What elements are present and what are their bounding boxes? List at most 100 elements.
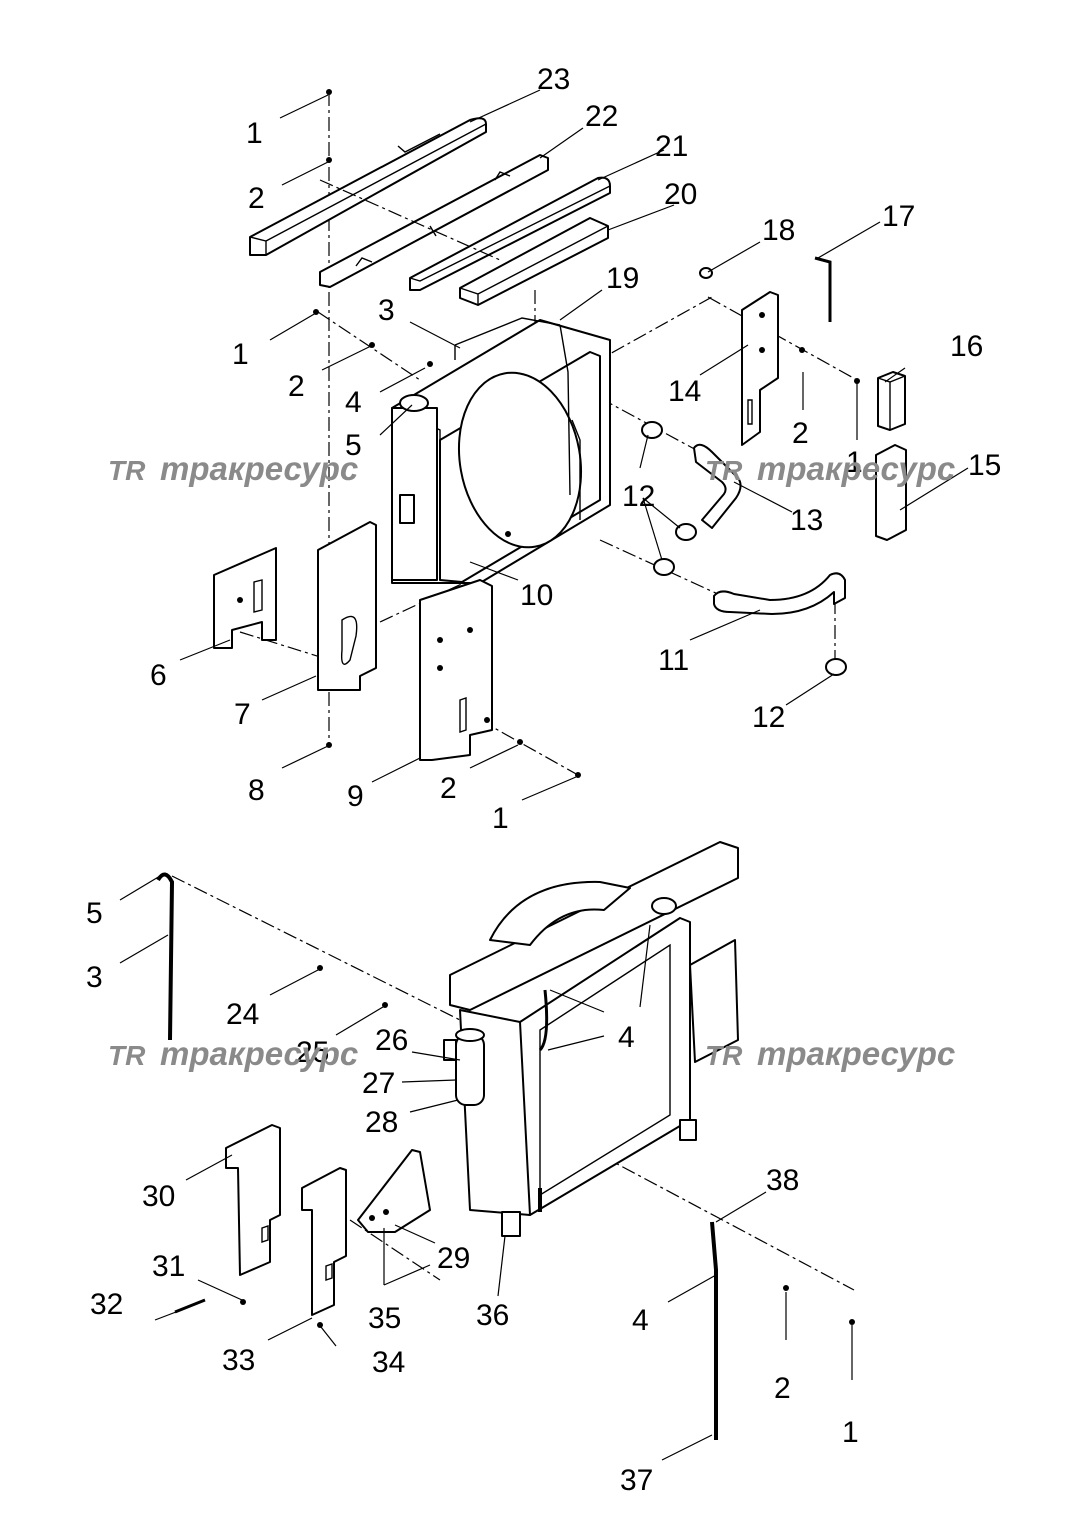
watermark-text: тракресурс xyxy=(160,450,358,487)
callout: 2 xyxy=(792,417,809,450)
clamp-12-top xyxy=(641,421,663,439)
callout: 27 xyxy=(362,1067,395,1100)
clamp-12-mid xyxy=(675,523,697,541)
callouts: 1 2 23 22 21 20 18 17 3 19 1 2 4 14 16 5… xyxy=(86,63,1001,1497)
callout: 7 xyxy=(234,698,251,731)
callout: 19 xyxy=(606,262,639,295)
callout: 22 xyxy=(585,100,618,133)
callout: 3 xyxy=(86,961,103,994)
callout: 37 xyxy=(620,1464,653,1497)
callout: 10 xyxy=(520,579,553,612)
bracket-rail-22 xyxy=(319,154,549,288)
callout: 26 xyxy=(375,1024,408,1057)
callout: 24 xyxy=(226,998,259,1031)
callout: 9 xyxy=(347,780,364,813)
bolt-1-right xyxy=(854,378,860,384)
callout: 13 xyxy=(790,504,823,537)
bracket-29 xyxy=(357,1149,431,1233)
callout: 2 xyxy=(440,772,457,805)
watermark-logo: TR xyxy=(705,1040,743,1071)
washer-2-lower xyxy=(783,1285,789,1291)
drain-plug-5 xyxy=(399,494,415,524)
callout: 28 xyxy=(365,1106,398,1139)
bracket-14 xyxy=(741,291,779,446)
watermark-lower-left: TR тракресурс xyxy=(108,1035,358,1072)
washer-2-top xyxy=(326,157,332,163)
plate-7 xyxy=(317,521,377,691)
washer-2-bottom xyxy=(517,739,523,745)
callout: 2 xyxy=(774,1372,791,1405)
callout: 2 xyxy=(248,182,265,215)
plate-30 xyxy=(225,1124,281,1276)
clamp-12-low xyxy=(653,558,675,576)
plate-9 xyxy=(419,579,493,761)
callout: 15 xyxy=(968,449,1001,482)
callout: 34 xyxy=(372,1346,405,1379)
bolt-32 xyxy=(174,1298,206,1314)
callout: 1 xyxy=(246,117,263,150)
radiator-cap-lower xyxy=(651,897,677,915)
plate-21 xyxy=(409,176,611,291)
callout: 2 xyxy=(288,370,305,403)
callout: 12 xyxy=(752,701,785,734)
plate-15 xyxy=(875,444,907,541)
callout: 38 xyxy=(766,1164,799,1197)
bolt-1-top xyxy=(326,89,332,95)
callout: 18 xyxy=(762,214,795,247)
callout: 25 xyxy=(296,1036,329,1069)
washer-25 xyxy=(382,1002,388,1008)
drain-36 xyxy=(501,1211,521,1237)
callout: 21 xyxy=(655,130,688,163)
upper-assembly xyxy=(179,89,969,801)
block-16 xyxy=(877,371,906,431)
callout: 4 xyxy=(345,386,362,419)
pin-17 xyxy=(814,256,832,322)
lower-assembly xyxy=(119,841,855,1461)
callout: 8 xyxy=(248,774,265,807)
callout: 20 xyxy=(664,178,697,211)
callout: 32 xyxy=(90,1288,123,1321)
watermark-logo: TR xyxy=(108,1040,146,1071)
callout: 1 xyxy=(846,446,863,479)
callout: 29 xyxy=(437,1242,470,1275)
callout: 16 xyxy=(950,330,983,363)
bolt-34 xyxy=(317,1322,323,1328)
callout: 1 xyxy=(842,1416,859,1449)
watermark-logo: TR xyxy=(705,455,743,486)
plate-33 xyxy=(301,1167,347,1316)
radiator-shroud-10 xyxy=(391,317,611,584)
tube-3 xyxy=(156,872,175,1041)
watermark-upper-right: TR тракресурс xyxy=(705,450,955,487)
callout: 4 xyxy=(618,1021,635,1054)
hose-13 xyxy=(693,443,742,529)
clamp-12-bottom xyxy=(825,658,847,676)
callout: 36 xyxy=(476,1299,509,1332)
callout: 1 xyxy=(492,802,509,835)
nut-18 xyxy=(699,267,713,279)
watermark-logo: TR xyxy=(108,455,146,486)
receiver-drier-27 xyxy=(443,1028,485,1106)
callout: 3 xyxy=(378,294,395,327)
callout: 33 xyxy=(222,1344,255,1377)
callout: 5 xyxy=(345,429,362,462)
bolt-1-bottom xyxy=(575,772,581,778)
tube-38 xyxy=(710,1221,718,1440)
callout: 1 xyxy=(232,338,249,371)
callout: 5 xyxy=(86,897,103,930)
bolt-1-lower xyxy=(849,1319,855,1325)
watermark-upper-left: TR тракресурс xyxy=(108,450,358,487)
callout: 6 xyxy=(150,659,167,692)
callout: 12 xyxy=(622,480,655,513)
washer-2-right xyxy=(799,347,805,353)
callout: 30 xyxy=(142,1180,175,1213)
radiator-cap xyxy=(399,394,429,412)
callout: 31 xyxy=(152,1250,185,1283)
watermark-text: тракресурс xyxy=(160,1035,358,1072)
seal-strip-20 xyxy=(459,217,609,306)
plate-6 xyxy=(213,547,277,649)
callout: 14 xyxy=(668,375,701,408)
watermark-text: тракресурс xyxy=(757,1035,955,1072)
callout: 35 xyxy=(368,1302,401,1335)
watermark-lower-right: TR тракресурс xyxy=(705,1035,955,1072)
